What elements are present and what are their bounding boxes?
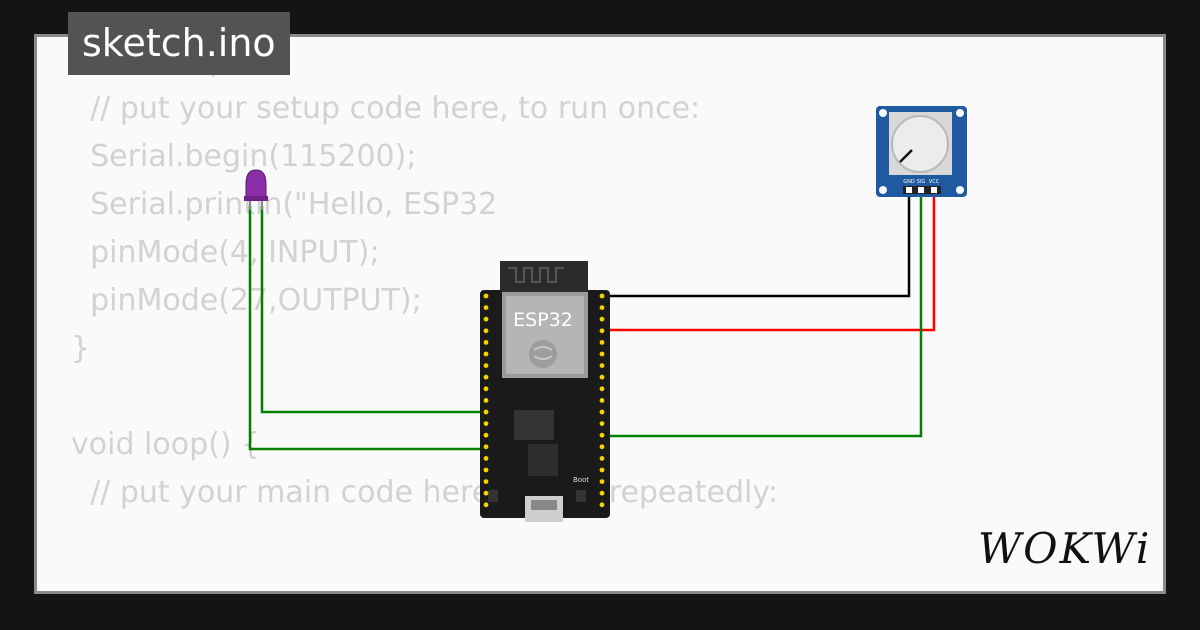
pin[interactable] bbox=[599, 340, 605, 345]
pin[interactable] bbox=[599, 305, 605, 310]
pin[interactable] bbox=[483, 398, 489, 403]
pin[interactable] bbox=[599, 456, 605, 461]
pin[interactable] bbox=[483, 479, 489, 484]
right-pin-header[interactable] bbox=[599, 293, 605, 508]
pin[interactable] bbox=[483, 374, 489, 380]
pin[interactable] bbox=[483, 316, 489, 322]
pin[interactable] bbox=[483, 328, 489, 334]
pin[interactable] bbox=[483, 456, 489, 461]
pot-knob[interactable] bbox=[891, 115, 949, 173]
pin[interactable] bbox=[599, 502, 605, 508]
pin[interactable] bbox=[483, 502, 489, 508]
pot-pin-sig: SIG bbox=[917, 179, 926, 185]
pin[interactable] bbox=[483, 386, 489, 392]
pin[interactable] bbox=[599, 316, 605, 322]
code-line: pinMode(27,OUTPUT); bbox=[71, 283, 422, 318]
pin[interactable] bbox=[599, 490, 605, 496]
pin[interactable] bbox=[483, 467, 489, 473]
pin[interactable] bbox=[599, 398, 605, 403]
pin[interactable] bbox=[599, 479, 605, 484]
pin[interactable] bbox=[483, 305, 489, 310]
led-component[interactable] bbox=[244, 169, 268, 210]
pin[interactable] bbox=[599, 386, 605, 392]
file-tab[interactable]: sketch.ino bbox=[68, 12, 290, 75]
board-label: ESP32 bbox=[513, 309, 573, 331]
pin[interactable] bbox=[483, 351, 489, 357]
wire-signal[interactable] bbox=[600, 190, 923, 438]
pin[interactable] bbox=[599, 351, 605, 357]
pin[interactable] bbox=[599, 363, 605, 368]
wire-gnd[interactable] bbox=[600, 190, 911, 298]
pin[interactable] bbox=[483, 293, 489, 299]
pot-pin-gnd: GND bbox=[903, 179, 915, 185]
pin[interactable] bbox=[483, 444, 489, 450]
pin[interactable] bbox=[599, 328, 605, 334]
pin[interactable] bbox=[483, 409, 489, 415]
wire-led-cathode[interactable] bbox=[248, 206, 486, 451]
pot-pin-vcc: VCC bbox=[929, 179, 940, 185]
code-line: // put your setup code here, to run once… bbox=[71, 91, 701, 126]
code-line: Serial.println("Hello, ESP32 bbox=[71, 187, 498, 222]
pin[interactable] bbox=[483, 432, 489, 438]
pin[interactable] bbox=[483, 421, 489, 426]
code-line: pinMode(4, INPUT); bbox=[71, 235, 380, 270]
potentiometer[interactable]: GND SIG VCC bbox=[876, 106, 967, 197]
boot-label: Boot bbox=[573, 476, 589, 484]
pin[interactable] bbox=[599, 293, 605, 299]
code-line: void loop() { bbox=[71, 427, 261, 462]
left-pin-header[interactable] bbox=[483, 293, 489, 508]
pin[interactable] bbox=[483, 490, 489, 496]
pin[interactable] bbox=[599, 374, 605, 380]
pin[interactable] bbox=[599, 467, 605, 473]
wokwi-logo: WOKWi bbox=[978, 524, 1152, 573]
pin[interactable] bbox=[483, 363, 489, 368]
code-line: Serial.begin(115200); bbox=[71, 139, 417, 174]
pin[interactable] bbox=[599, 421, 605, 426]
pin[interactable] bbox=[599, 444, 605, 450]
wire-vcc[interactable] bbox=[486, 190, 936, 332]
esp32-board[interactable]: ESP32 Boot bbox=[480, 261, 610, 522]
code-line: } bbox=[71, 331, 91, 366]
pin[interactable] bbox=[483, 340, 489, 345]
pin[interactable] bbox=[599, 432, 605, 438]
pin[interactable] bbox=[599, 409, 605, 415]
wire-led-anode[interactable] bbox=[260, 206, 486, 414]
